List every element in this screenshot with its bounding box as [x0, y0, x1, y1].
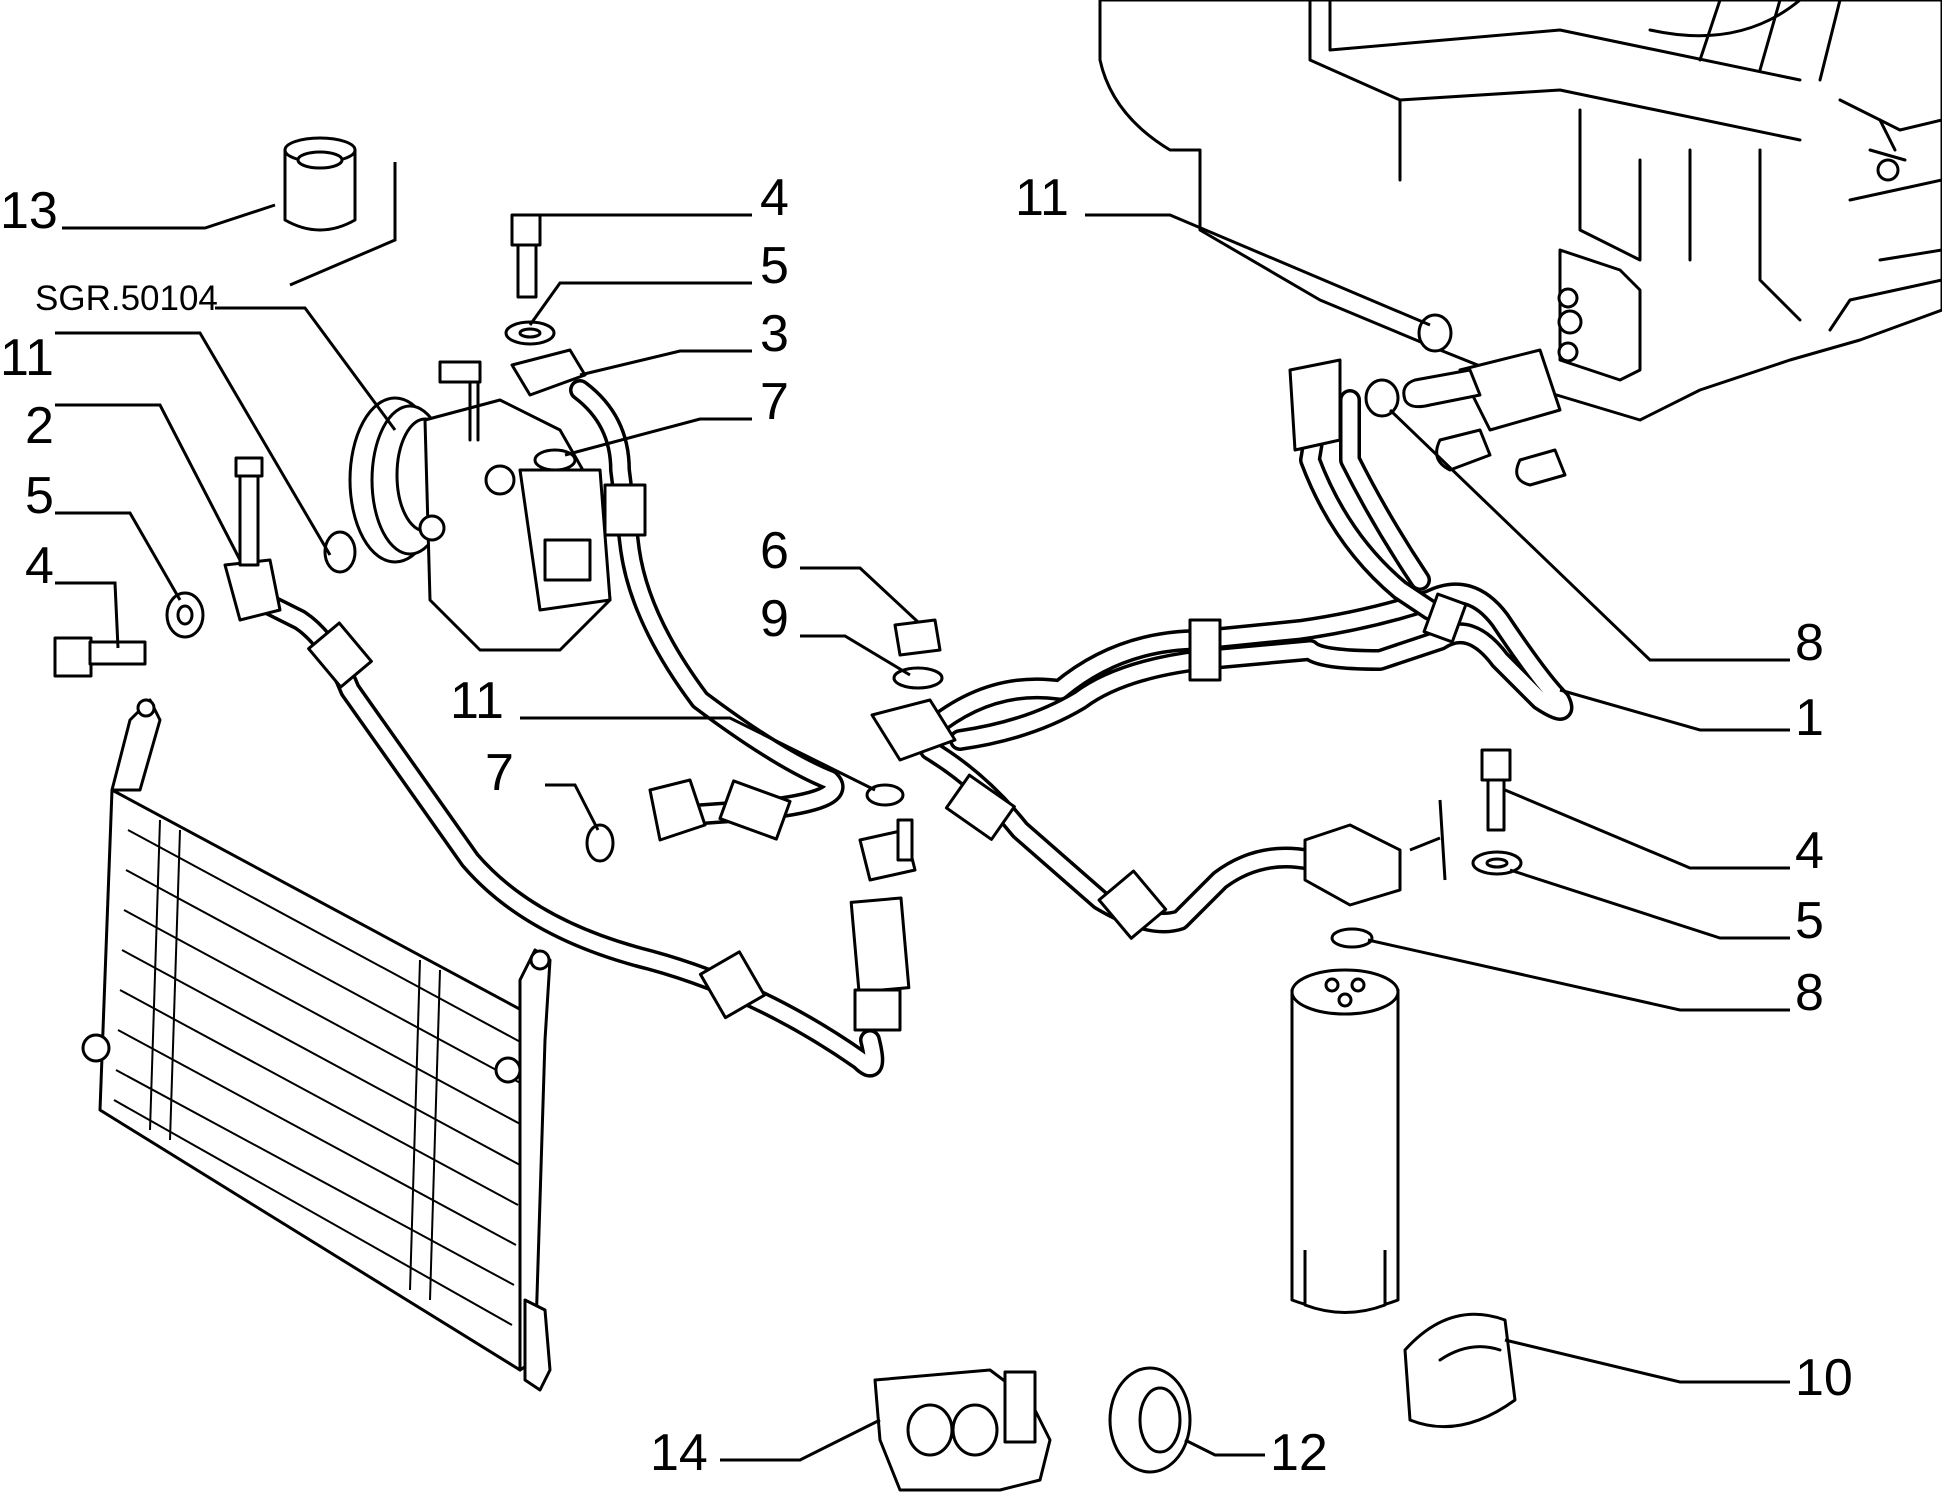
callout-5: 5	[25, 467, 54, 525]
callout-11: 11	[0, 329, 54, 387]
callout-labels: SGR.50104 13 4 5 3 7 11 2 5 4 6 9 11 7 1…	[0, 169, 1853, 1482]
compressor	[348, 360, 612, 652]
callout-9: 9	[760, 590, 789, 648]
callout-8: 8	[1795, 964, 1824, 1022]
leader-lines	[55, 162, 1790, 1462]
callout-4: 4	[1795, 822, 1824, 880]
callout-7: 7	[760, 373, 789, 431]
callout-11: 11	[1015, 169, 1069, 227]
callout-14: 14	[650, 1424, 708, 1482]
callout-5: 5	[760, 237, 789, 295]
callout-12: 12	[1270, 1424, 1328, 1482]
callout-13: 13	[0, 182, 58, 240]
callout-8: 8	[1795, 614, 1824, 672]
callout-11: 11	[450, 672, 504, 730]
reference-code: SGR.50104	[35, 279, 218, 318]
callout-4: 4	[760, 169, 789, 227]
receiver-drier	[1290, 968, 1400, 1314]
callout-5: 5	[1795, 892, 1824, 950]
callout-1: 1	[1795, 689, 1824, 747]
callout-10: 10	[1795, 1349, 1853, 1407]
callout-2: 2	[25, 397, 54, 455]
heater-housing	[1098, 0, 1942, 487]
fittings	[53, 136, 1523, 1492]
callout-3: 3	[760, 305, 789, 363]
callout-6: 6	[760, 522, 789, 580]
pipe-sleeves	[307, 483, 1468, 1032]
condenser	[81, 698, 552, 1392]
callout-7: 7	[485, 744, 514, 802]
callout-4: 4	[25, 537, 54, 595]
